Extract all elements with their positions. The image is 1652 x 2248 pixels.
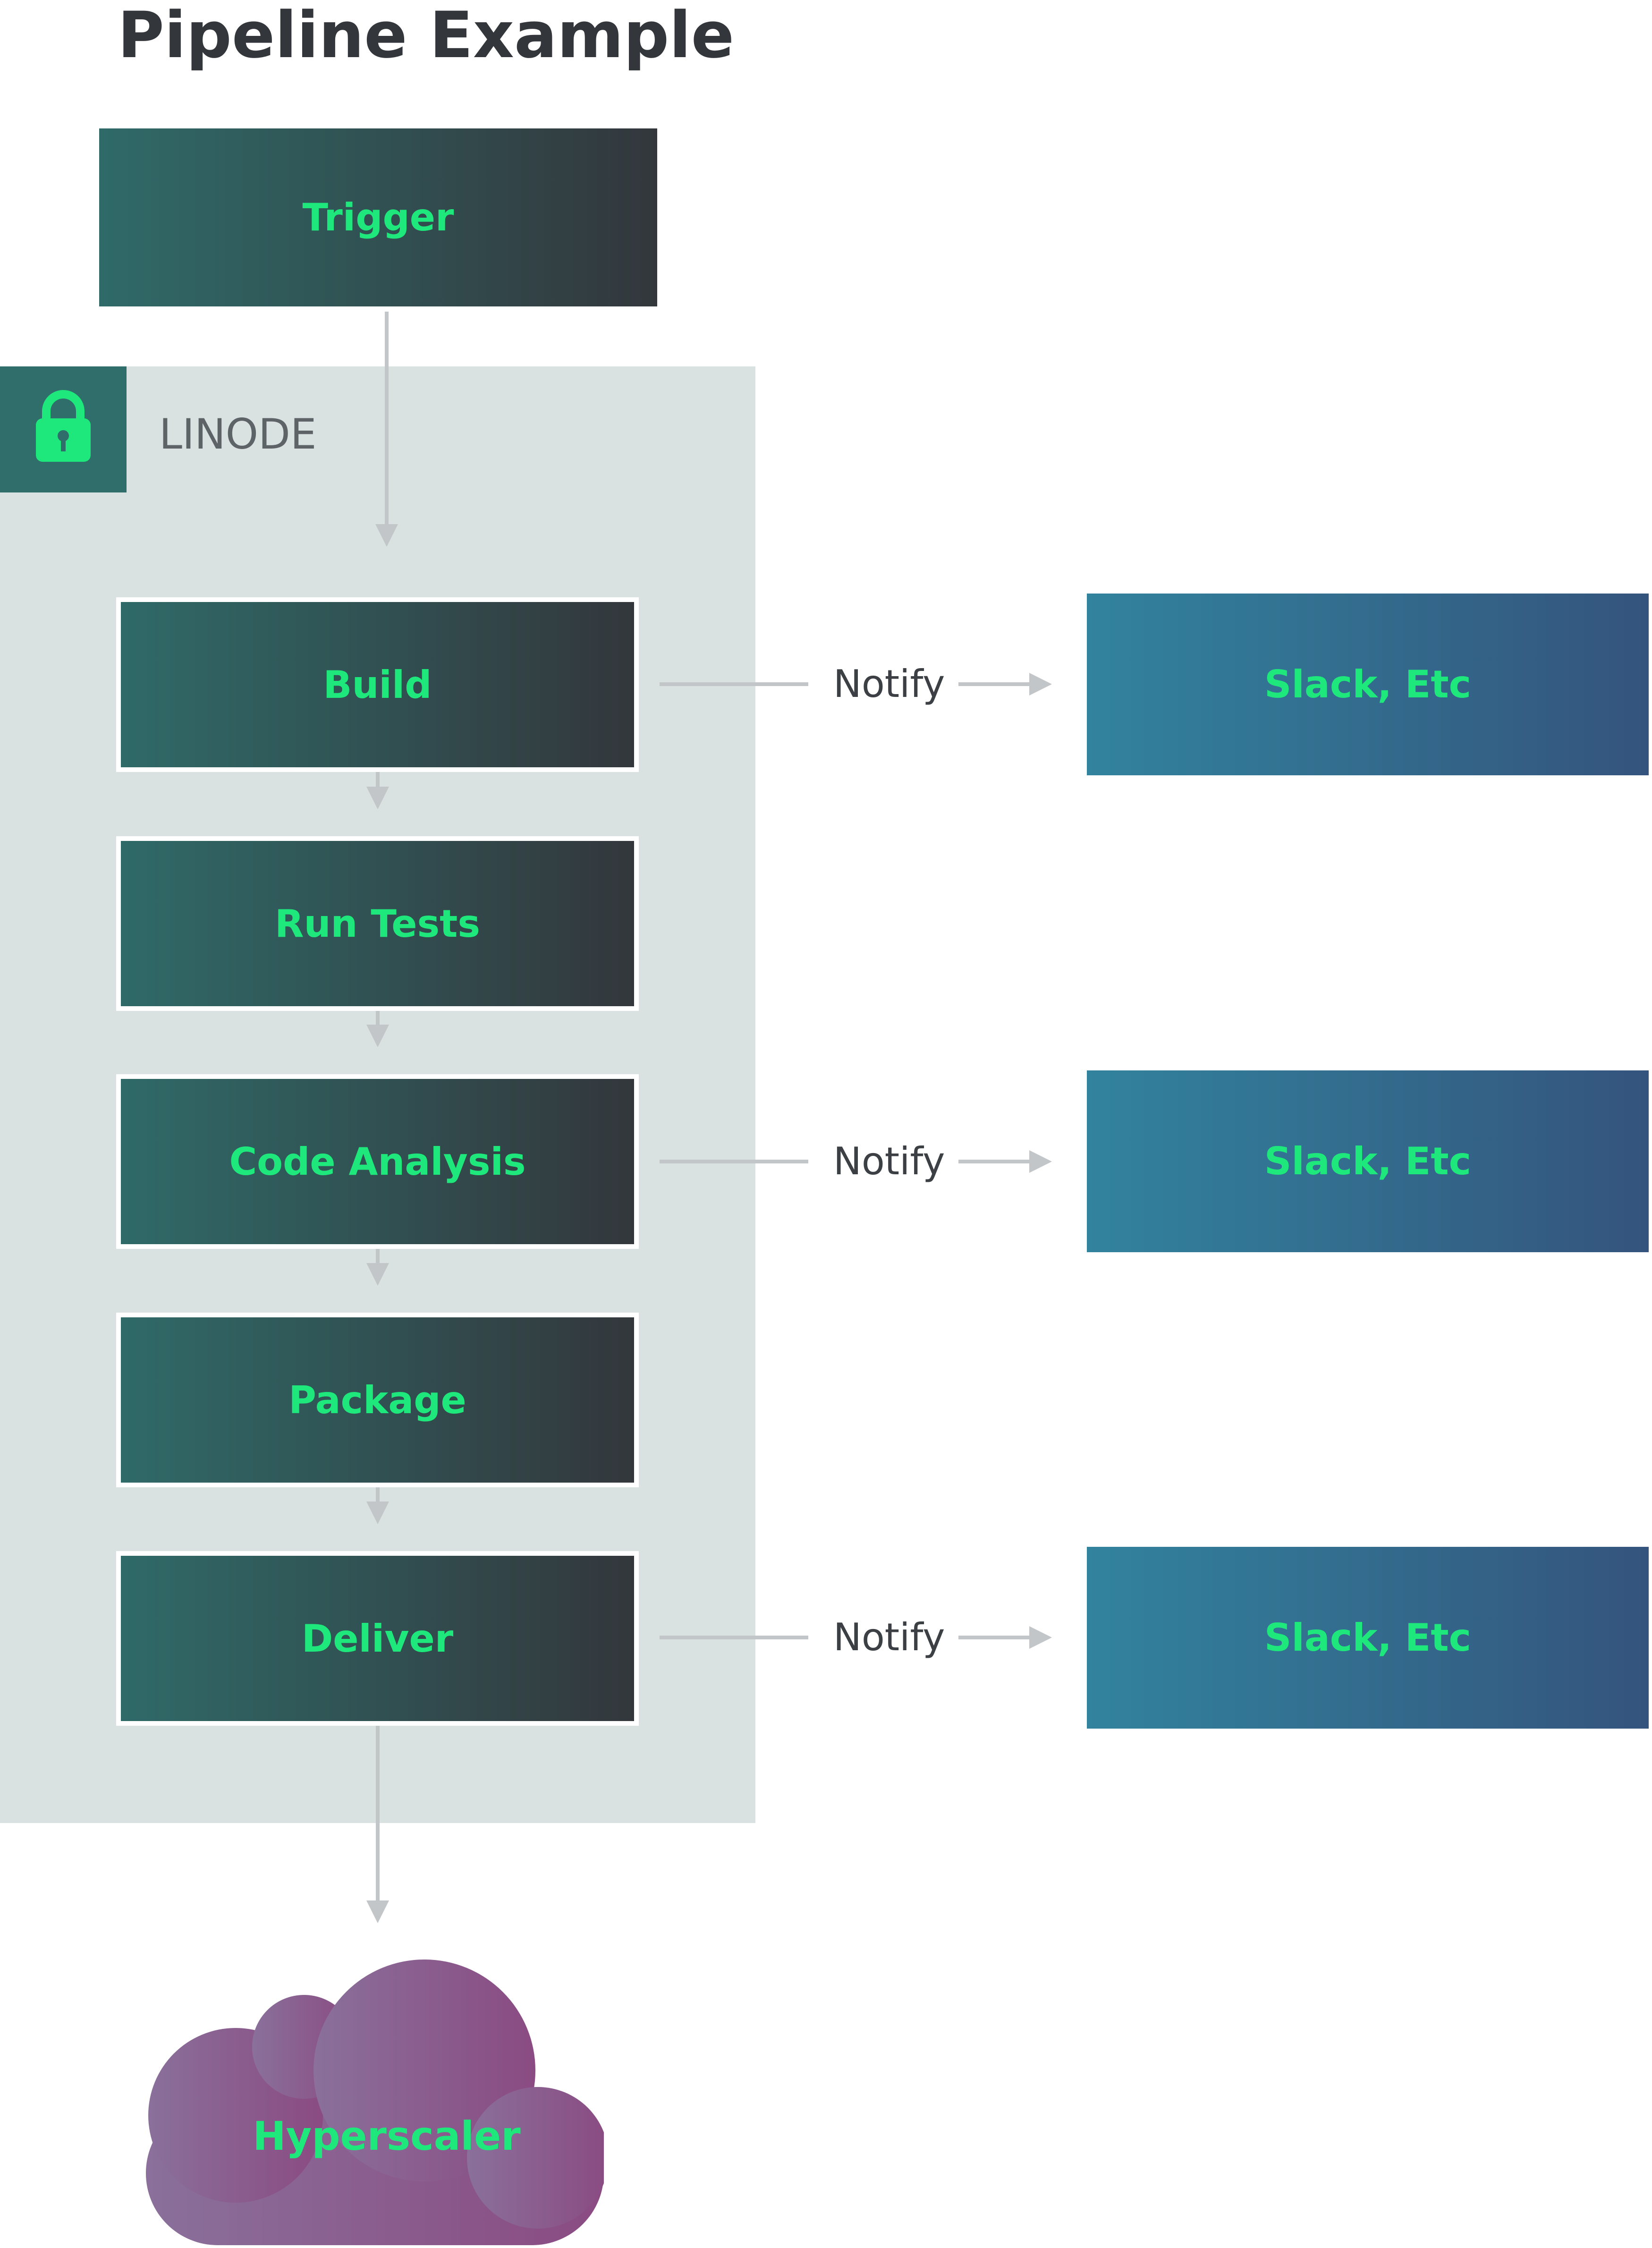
step-deliver: Deliver — [116, 1551, 639, 1726]
notify-label-2: Notify — [833, 1139, 945, 1183]
hyperscaler-label: Hyperscaler — [253, 2113, 521, 2159]
step-package: Package — [116, 1313, 639, 1487]
step-label: Code Analysis — [229, 1139, 526, 1184]
lock-icon — [36, 390, 91, 462]
step-code-analysis: Code Analysis — [116, 1074, 639, 1249]
step-label: Run Tests — [274, 901, 481, 946]
step-label: Package — [288, 1378, 466, 1422]
trigger-node: Trigger — [99, 128, 657, 306]
hyperscaler-cloud: Hyperscaler — [146, 1960, 604, 2248]
notify-target-label: Slack, Etc — [1264, 1616, 1472, 1660]
step-label: Deliver — [301, 1616, 454, 1661]
notify-target-2: Slack, Etc — [1087, 1070, 1649, 1252]
notify-target-label: Slack, Etc — [1264, 662, 1472, 706]
page-title: Pipeline Example — [118, 0, 735, 72]
cloud-icon — [146, 1960, 604, 2245]
zone-label: LINODE — [159, 410, 317, 458]
step-build: Build — [116, 597, 639, 772]
notify-target-label: Slack, Etc — [1264, 1139, 1472, 1183]
step-label: Build — [323, 662, 432, 707]
step-run-tests: Run Tests — [116, 836, 639, 1011]
notify-label-1: Notify — [833, 662, 945, 706]
notify-target-1: Slack, Etc — [1087, 594, 1649, 775]
notify-target-3: Slack, Etc — [1087, 1547, 1649, 1729]
trigger-label: Trigger — [302, 195, 454, 239]
notify-label-3: Notify — [833, 1615, 945, 1659]
lock-badge — [0, 366, 127, 492]
